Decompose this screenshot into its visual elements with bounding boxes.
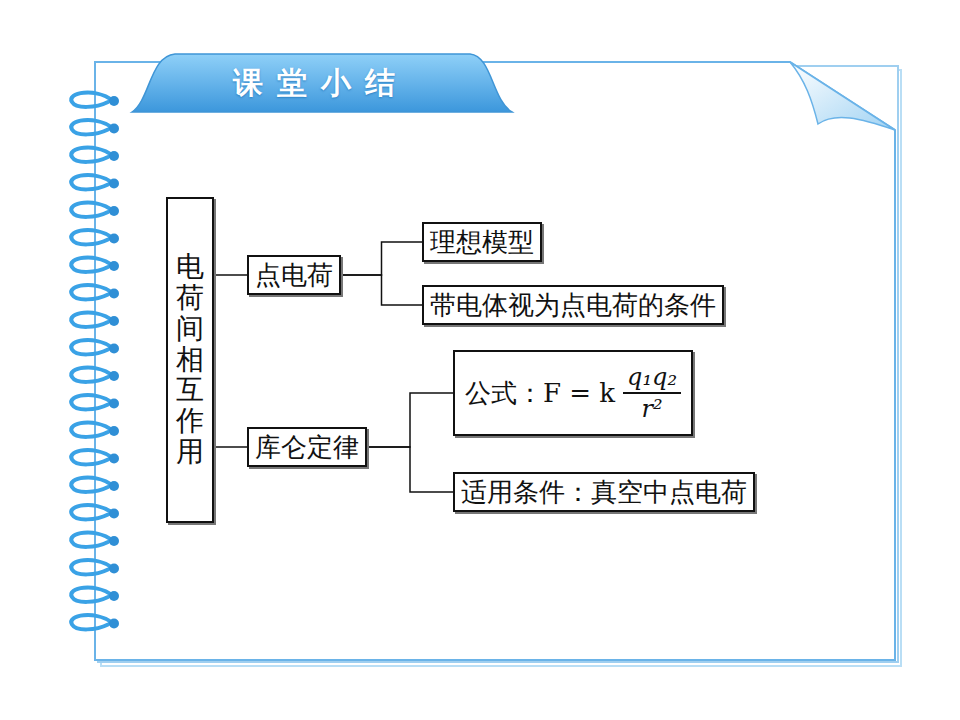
formula-text: 公式：F = k — [465, 377, 615, 409]
box-label: 理想模型 — [430, 226, 534, 258]
ring-wire — [71, 258, 112, 272]
ring-wire — [71, 615, 112, 629]
connector-line — [341, 242, 422, 275]
numerator: q₁q₂ — [623, 362, 681, 394]
ring-wire — [71, 450, 112, 464]
ring-hole — [109, 399, 119, 409]
ring-wire — [71, 478, 112, 492]
ring-hole — [109, 619, 119, 629]
ring-hole — [109, 564, 119, 574]
ring-hole — [109, 316, 119, 326]
ring-hole — [109, 234, 119, 244]
ring-wire — [71, 533, 112, 547]
box-label: 库仑定律 — [255, 431, 359, 463]
spiral-rings — [71, 93, 119, 630]
ring-wire — [71, 148, 112, 162]
ring-wire — [71, 203, 112, 217]
ring-hole — [109, 206, 119, 216]
connector-line — [341, 275, 422, 305]
concept-box: 点电荷 — [247, 255, 341, 295]
page-curl — [790, 62, 895, 130]
box-label: 适用条件：真空中点电荷 — [461, 476, 747, 508]
ring-hole — [109, 454, 119, 464]
formula-box: 公式：F = kq₁q₂r² — [453, 350, 693, 436]
connector-line — [367, 393, 453, 447]
ring-wire — [71, 368, 112, 382]
ring-hole — [109, 591, 119, 601]
ring-wire — [71, 285, 112, 299]
ring-hole — [109, 536, 119, 546]
slide-title: 课堂小结 — [140, 58, 502, 108]
denominator: r² — [638, 394, 667, 424]
vertical-label: 电荷间相互作用 — [176, 252, 204, 468]
box-label: 带电体视为点电荷的条件 — [430, 289, 716, 321]
ring-hole — [109, 261, 119, 271]
concept-box: 库仑定律 — [247, 427, 367, 467]
ring-hole — [109, 289, 119, 299]
concept-box: 适用条件：真空中点电荷 — [453, 472, 755, 512]
page-front — [95, 62, 895, 660]
concept-box: 带电体视为点电荷的条件 — [422, 285, 724, 325]
ring-hole — [109, 509, 119, 519]
root-box: 电荷间相互作用 — [166, 197, 214, 523]
ring-hole — [109, 481, 119, 491]
ring-wire — [71, 120, 112, 134]
ring-hole — [109, 151, 119, 161]
connector-line — [367, 447, 453, 492]
ring-wire — [71, 175, 112, 189]
ring-wire — [71, 505, 112, 519]
concept-box: 理想模型 — [422, 222, 542, 262]
title-tab — [132, 54, 512, 112]
ring-wire — [71, 423, 112, 437]
ring-wire — [71, 395, 112, 409]
box-label: 点电荷 — [255, 259, 333, 291]
ring-hole — [109, 179, 119, 189]
ring-wire — [71, 230, 112, 244]
connector-line — [214, 446, 247, 448]
ring-hole — [109, 371, 119, 381]
ring-hole — [109, 96, 119, 106]
ring-hole — [109, 124, 119, 134]
fraction: q₁q₂r² — [623, 362, 681, 424]
ring-wire — [71, 340, 112, 354]
ring-hole — [109, 426, 119, 436]
ring-wire — [71, 560, 112, 574]
ring-hole — [109, 344, 119, 354]
ring-wire — [71, 93, 112, 107]
ring-wire — [71, 313, 112, 327]
connector-line — [214, 274, 247, 276]
ring-wire — [71, 588, 112, 602]
